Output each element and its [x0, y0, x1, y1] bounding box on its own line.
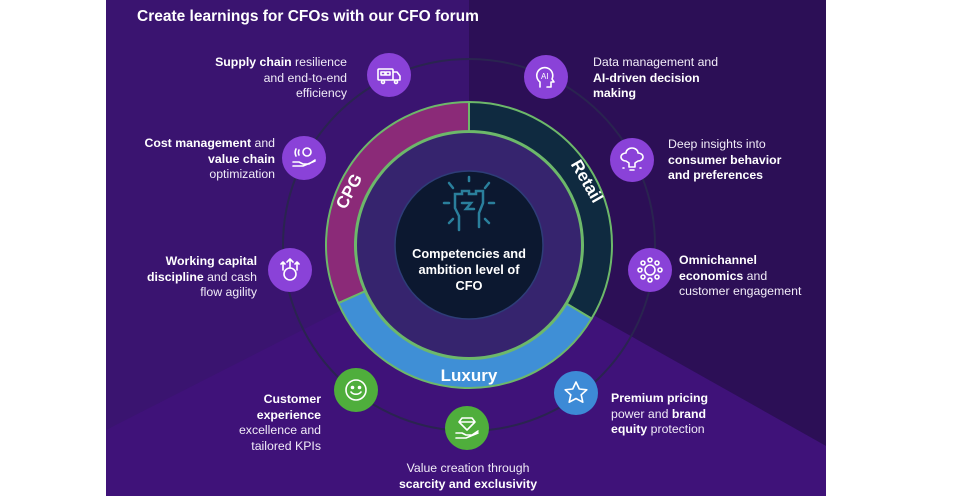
item-text-part: Working capital discipline — [146, 254, 257, 284]
item-label-cost-management: Cost management and value chain optimiza… — [144, 136, 275, 183]
item-label-data-ai: Data management and AI-driven decision m… — [593, 55, 718, 102]
item-text-part: and — [254, 136, 275, 150]
item-label-supply-chain: Supply chain resilience and end-to-end e… — [215, 55, 347, 102]
item-label-working-capital: Working capital discipline and cash flow… — [147, 254, 257, 301]
item-text-part: consumer behavior and preferences — [668, 152, 782, 183]
item-text-part: power and — [611, 406, 669, 421]
item-label-consumer-insights: Deep insights into consumer behavior and… — [668, 137, 781, 184]
hand-diamond-icon — [445, 406, 489, 450]
item-text-part: Deep insights into — [668, 137, 766, 151]
item-text-part: Value creation through — [406, 461, 530, 475]
item-text-part: value chain — [208, 151, 275, 166]
hand-coins-icon — [282, 136, 326, 180]
item-text-part: scarcity and exclusivity — [398, 476, 538, 491]
item-label-customer-experience: Customer experience excellence and tailo… — [239, 392, 321, 454]
bg-sector-retail — [469, 0, 826, 446]
center-label: Competencies and ambition level of CFO — [412, 246, 526, 293]
brain-bulb-icon — [610, 138, 654, 182]
item-label-premium-pricing: Premium pricing power and brand equity p… — [611, 391, 708, 438]
item-text-part: Omnichannel economics — [679, 253, 757, 283]
item-text-part: resilience and end-to-end efficiency — [263, 55, 347, 100]
smiley-icon — [334, 368, 378, 412]
item-text-part: optimization — [209, 167, 275, 181]
page-title: Create learnings for CFOs with our CFO f… — [137, 8, 479, 25]
center-circle — [394, 170, 544, 320]
item-text-part: Supply chain — [215, 55, 292, 69]
item-text-part: Customer experience — [256, 392, 321, 422]
item-text-part: protection — [647, 422, 705, 436]
item-text-part: and cash flow agility — [200, 269, 257, 300]
network-user-icon — [628, 248, 672, 292]
raised-fist-icon — [442, 175, 496, 232]
item-text-part: Cost management — [144, 136, 252, 150]
item-text-part: AI-driven decision making — [593, 70, 700, 101]
ai-head-icon: AI — [524, 55, 568, 99]
item-label-value-creation: Value creation through scarcity and excl… — [357, 461, 579, 492]
item-text-part: brand equity — [611, 406, 707, 437]
item-text-part: excellence and tailored KPIs — [238, 423, 321, 453]
svg-text:AI: AI — [541, 72, 549, 81]
item-text-part: and customer engagement — [679, 268, 802, 299]
money-growth-icon — [268, 248, 312, 292]
truck-icon — [367, 53, 411, 97]
segment-label-luxury: Luxury — [441, 366, 498, 385]
star-icon — [554, 371, 598, 415]
item-text-part: Premium pricing — [611, 391, 709, 405]
item-label-omnichannel: Omnichannel economics and customer engag… — [679, 253, 801, 300]
item-text-part: Data management and — [593, 55, 719, 69]
